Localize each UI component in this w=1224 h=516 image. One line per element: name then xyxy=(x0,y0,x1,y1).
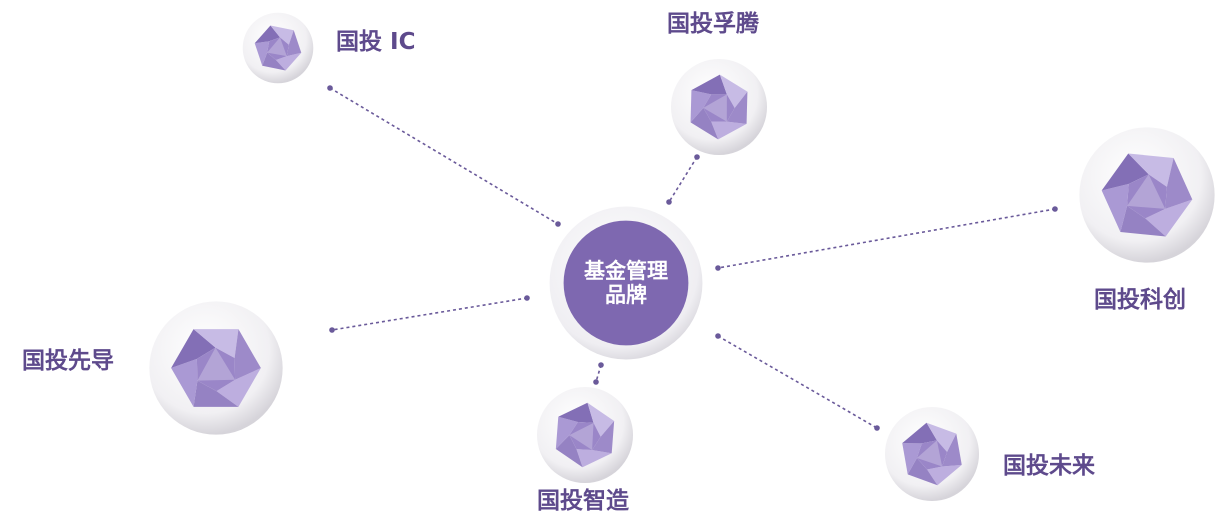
connector-ic xyxy=(329,87,559,225)
connector-weilai xyxy=(717,335,878,429)
center-hub-label: 基金管理 品牌 xyxy=(548,205,704,361)
gem-icon xyxy=(242,12,314,84)
brand-orb-zhizao[interactable] xyxy=(536,386,634,484)
brand-label-kechuang[interactable]: 国投科创 xyxy=(1094,287,1186,313)
connector-dot xyxy=(598,362,604,368)
gem-icon xyxy=(884,406,980,502)
gem-icon xyxy=(149,301,283,435)
connector-kechuang xyxy=(717,208,1056,269)
brand-orb-futeng[interactable] xyxy=(670,58,768,156)
connector-futeng xyxy=(668,156,698,203)
connector-zhizao xyxy=(595,364,602,383)
connector-dot xyxy=(329,327,335,333)
brand-orb-ic[interactable] xyxy=(242,12,314,84)
connector-dot xyxy=(524,295,530,301)
connector-dot xyxy=(1052,206,1058,212)
connector-xiandao xyxy=(331,297,528,331)
brand-orb-kechuang[interactable] xyxy=(1078,126,1216,264)
center-hub-circle xyxy=(549,206,703,360)
brand-label-xiandao[interactable]: 国投先导 xyxy=(22,348,114,374)
brand-orb-weilai[interactable] xyxy=(884,406,980,502)
gem-icon xyxy=(536,386,634,484)
center-hub[interactable] xyxy=(548,205,704,361)
gem-icon xyxy=(670,58,768,156)
connector-dot xyxy=(666,199,672,205)
center-hub-line1: 基金管理 xyxy=(584,258,668,283)
brand-label-ic[interactable]: 国投 IC xyxy=(336,29,416,55)
connector-dot xyxy=(715,333,721,339)
brand-label-futeng[interactable]: 国投孚腾 xyxy=(667,11,759,37)
connector-dot xyxy=(593,379,599,385)
center-hub-line2: 品牌 xyxy=(605,283,647,307)
connector-dot xyxy=(715,265,721,271)
brand-label-weilai[interactable]: 国投未来 xyxy=(1003,453,1095,479)
connector-dot xyxy=(327,85,333,91)
gem-icon xyxy=(1079,127,1215,263)
brand-orb-xiandao[interactable] xyxy=(148,300,284,436)
connector-dot xyxy=(694,154,700,160)
connector-dot xyxy=(874,425,880,431)
brand-label-zhizao[interactable]: 国投智造 xyxy=(537,488,629,514)
connector-dot xyxy=(555,221,561,227)
